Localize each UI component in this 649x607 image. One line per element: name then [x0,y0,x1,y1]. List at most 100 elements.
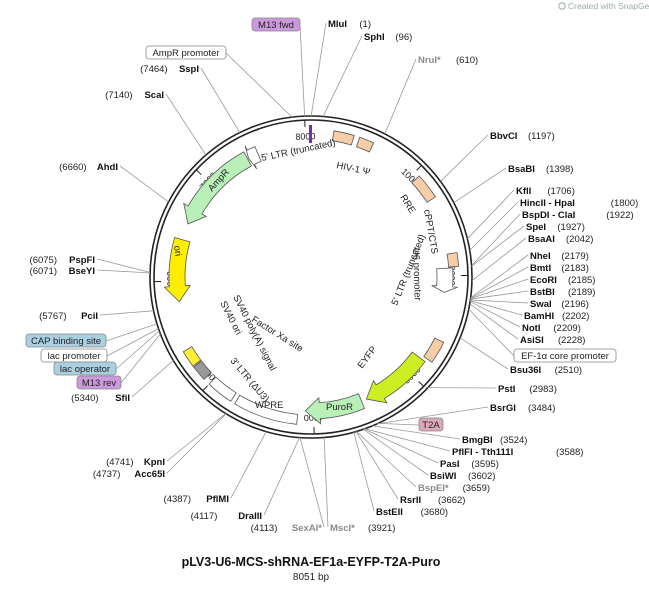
feature-wpre [234,394,299,425]
feature-5-ltr-truncated- [331,130,355,146]
svg-text:(1): (1) [359,19,371,30]
svg-text:(5767): (5767) [39,311,66,322]
site-sexai-: SexAI*(4113) [251,437,325,534]
site-sphi: SphI(96) [322,32,412,117]
callout-m13-fwd: M13 fwd [251,17,305,117]
svg-text:(1398): (1398) [546,164,573,175]
plasmid-size: 8051 bp [293,572,330,583]
feature-u6-promoter [431,267,458,293]
svg-text:BstBI: BstBI [530,287,555,298]
site-ahdi: AhdI(6660) [59,162,169,203]
feature-sv40-poly-a-signal [192,360,212,380]
svg-text:SpeI: SpeI [526,222,546,233]
site-sspi: SspI(7464) [140,64,241,133]
site-bsrgi: BsrGI(3484) [376,403,555,425]
label-rre: RRE [397,193,417,216]
svg-text:EcoRI: EcoRI [530,275,557,286]
svg-text:KpnI: KpnI [144,457,165,468]
svg-text:DraIII: DraIII [238,511,262,522]
site-bsiwi: BsiWI(3602) [363,428,495,482]
svg-text:BsaAI: BsaAI [528,234,555,245]
svg-text:(2196): (2196) [561,299,588,310]
feature-sv40-ori [182,346,202,367]
svg-text:(1800): (1800) [611,198,638,209]
svg-text:(1706): (1706) [547,186,574,197]
site-bsaai: BsaAI (2042) [471,234,593,281]
svg-text:(7140): (7140) [105,90,132,101]
svg-text:T2A: T2A [422,420,440,431]
site-mlui: MluI(1) [310,19,371,117]
svg-text:(2228): (2228) [558,335,585,346]
feature-ori [163,236,192,303]
svg-text:BseYI: BseYI [69,266,95,277]
site-noti: NotI(2209) [469,301,581,334]
snapgene-credit: Created with SnapGene® [558,1,649,11]
label-ori: ori [171,245,183,257]
feature-3-ltr-truncated- [423,337,445,363]
site-spei: SpeI(1927) [471,222,585,267]
site-pflfi-tth111i: PflFI - Tth111I(3588) [364,428,583,458]
svg-text:(610): (610) [456,55,478,66]
svg-text:PflFI - Tth111I: PflFI - Tth111I [452,447,513,458]
svg-text:CAP binding site: CAP binding site [31,336,101,347]
svg-text:AhdI: AhdI [97,162,118,173]
feature-ampr-promoter [244,145,262,170]
features-layer [163,125,460,425]
svg-text:(3595): (3595) [471,459,498,470]
backbone-inner [153,119,469,435]
svg-text:(2042): (2042) [566,234,593,245]
label-hiv: HIV-1 Ψ [335,160,371,178]
svg-text:PspFI: PspFI [69,255,95,266]
tick-mark [195,169,202,176]
label-puror: PuroR [326,402,353,413]
site-nhei: NheI(2179) [470,251,589,299]
svg-text:BamHI: BamHI [524,311,554,322]
svg-text:(4387): (4387) [164,494,191,505]
feature-puror [304,393,366,425]
callout-lac-operator: lac operator [53,330,160,376]
svg-text:NotI: NotI [522,323,540,334]
callout-lac-promoter: lac promoter [40,328,159,363]
tick-mark [418,381,425,387]
site-pflmi: PflMI(4387) [164,431,267,505]
svg-text:(3662): (3662) [438,495,465,506]
feature-rre [411,175,437,203]
svg-text:BsiWI: BsiWI [430,471,456,482]
svg-text:EF-1α core promoter: EF-1α core promoter [521,351,609,362]
svg-text:BstEII: BstEII [376,507,403,518]
site-bmti: BmtI(2183) [470,263,589,299]
callout-ef-1-core-promoter: EF-1α core promoter [468,308,617,363]
svg-text:HincII - HpaI: HincII - HpaI [520,198,575,209]
site-bsu36i: Bsu36I(2510) [459,337,582,376]
backbone-outer [149,115,473,439]
site-bbvci: BbvCI(1197) [440,131,555,182]
svg-text:MscI*: MscI* [330,523,355,534]
site-pcii: PciI (5767) [39,310,154,322]
site-bstbi: BstBI(2189) [470,287,595,300]
svg-text:SspI: SspI [179,64,199,75]
svg-text:BspEI*: BspEI* [418,483,449,494]
svg-text:(2510): (2510) [555,365,582,376]
svg-text:(6075): (6075) [30,255,57,266]
svg-text:PciI: PciI [81,311,98,322]
svg-text:(2185): (2185) [568,275,595,286]
svg-text:PasI: PasI [440,459,460,470]
svg-text:(4113): (4113) [251,523,278,534]
svg-text:(4117): (4117) [191,511,218,522]
svg-text:(96): (96) [395,32,412,43]
site-bspei-: BspEI*(3659) [356,431,490,494]
m13-fwd-marker [309,125,312,143]
feature-hiv-1- [355,136,375,153]
svg-text:(3680): (3680) [421,507,448,518]
svg-text:(2202): (2202) [562,311,589,322]
svg-text:M13 rev: M13 rev [82,378,117,389]
svg-text:ScaI: ScaI [144,90,164,101]
svg-text:lac promoter: lac promoter [48,351,101,362]
svg-text:SfiI: SfiI [115,393,130,404]
sites-layer: MluI(1)SphI(96)NruI*(610)BbvCI(1197)BsaB… [30,19,639,534]
svg-text:(3484): (3484) [528,403,555,414]
tick-label: 8000 [295,131,315,142]
svg-text:(3921): (3921) [368,523,395,534]
label-u6: U6 promoter [410,248,423,301]
